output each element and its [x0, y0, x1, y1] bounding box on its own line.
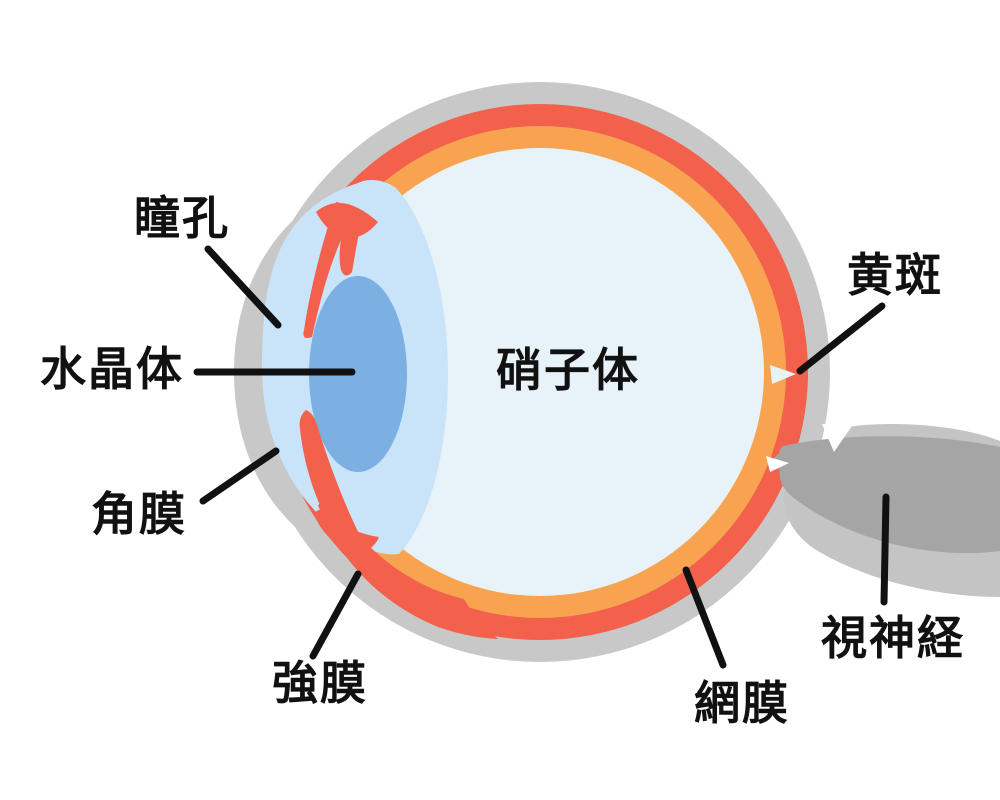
- choroid-thickening-lower: [318, 503, 498, 639]
- macula-label: 黄斑: [847, 248, 943, 302]
- cornea-leader-line: [199, 447, 280, 505]
- cornea-label: 角膜: [91, 487, 187, 541]
- retina-leader-line: [682, 566, 727, 669]
- vitreous-body-label: 硝子体: [496, 343, 640, 397]
- iris-lower-flap: [299, 410, 362, 544]
- optic-nerve-leader-line: [880, 493, 890, 606]
- sclera-leader-line: [309, 570, 362, 660]
- macula-notch: [770, 365, 796, 384]
- crystalline-lens-shape: [309, 276, 407, 472]
- pupil-leader-line: [204, 245, 282, 329]
- sclera-label: 強膜: [272, 656, 368, 710]
- optic-disc-gap: [766, 456, 789, 472]
- ciliary-body-sliver: [339, 218, 361, 276]
- retina-label: 網膜: [694, 676, 790, 730]
- crystalline-lens-label: 水晶体: [40, 342, 184, 396]
- optic-nerve-label: 視神経: [821, 611, 965, 665]
- macula-leader-line: [796, 302, 886, 375]
- nerve-sheath-gap: [822, 424, 852, 452]
- pupil-label: 瞳孔: [134, 191, 230, 245]
